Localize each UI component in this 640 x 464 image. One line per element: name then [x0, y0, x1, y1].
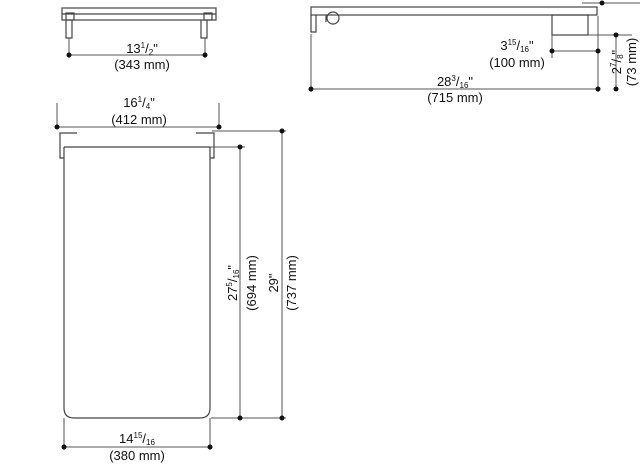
side-offset-dot-right: [595, 48, 601, 54]
side-view-roller: [326, 11, 340, 25]
front-width-dot-left: [54, 124, 60, 130]
front-width-dot-right: [216, 124, 222, 130]
outer-height-dot-bottom: [279, 415, 285, 421]
inner-height-imperial: 275/16": [225, 265, 241, 301]
top-view-right-clip: [203, 12, 213, 21]
side-view-block: [551, 14, 589, 36]
front-view-panel: [63, 147, 211, 419]
outer-height-imperial: 29": [266, 273, 281, 292]
bottom-width-dot-left: [61, 444, 67, 450]
inner-height-dot-top: [237, 144, 243, 150]
outer-height-dot-top: [279, 128, 285, 134]
front-width-metric: (412 mm): [111, 112, 167, 127]
bottom-width-metric: (380 mm): [109, 448, 165, 463]
side-depth-dot-top: [599, 0, 605, 6]
top-width-dot-right: [202, 52, 208, 58]
bottom-width-imperial: 1415/16: [119, 431, 155, 447]
top-view-right-bracket: [200, 20, 208, 39]
side-depth-dot-upper: [613, 32, 619, 38]
side-view: [308, 0, 640, 92]
outer-height-metric: (737 mm): [284, 255, 299, 311]
side-depth-imperial: 27/8": [609, 49, 625, 74]
side-depth-dot-lower: [613, 86, 619, 92]
side-length-dot-right: [595, 86, 601, 92]
side-view-hook: [310, 15, 317, 33]
top-view-left-bracket: [65, 20, 73, 39]
bottom-width-dot-right: [207, 444, 213, 450]
side-offset-dot-left: [549, 48, 555, 54]
front-width-imperial: 161/4": [123, 95, 155, 111]
inner-height-dot-bottom: [237, 415, 243, 421]
front-view: [54, 103, 286, 450]
top-view-left-clip: [65, 12, 75, 21]
side-length-dot-left: [308, 86, 314, 92]
inner-height-metric: (694 mm): [244, 255, 259, 311]
top-width-dot-left: [66, 52, 72, 58]
front-view-left-hook: [59, 132, 77, 159]
top-width-imperial: 131/2": [126, 41, 158, 57]
top-width-metric: (343 mm): [114, 57, 170, 72]
top-view: [61, 7, 217, 58]
side-length-imperial: 283/16": [437, 74, 473, 90]
side-offset-metric: (100 mm): [489, 55, 545, 70]
side-length-metric: (715 mm): [427, 90, 483, 105]
side-depth-metric: (73 mm): [624, 38, 639, 86]
side-offset-imperial: 315/16": [500, 38, 534, 54]
side-view-rail: [310, 6, 598, 16]
front-view-right-hook: [196, 132, 215, 159]
